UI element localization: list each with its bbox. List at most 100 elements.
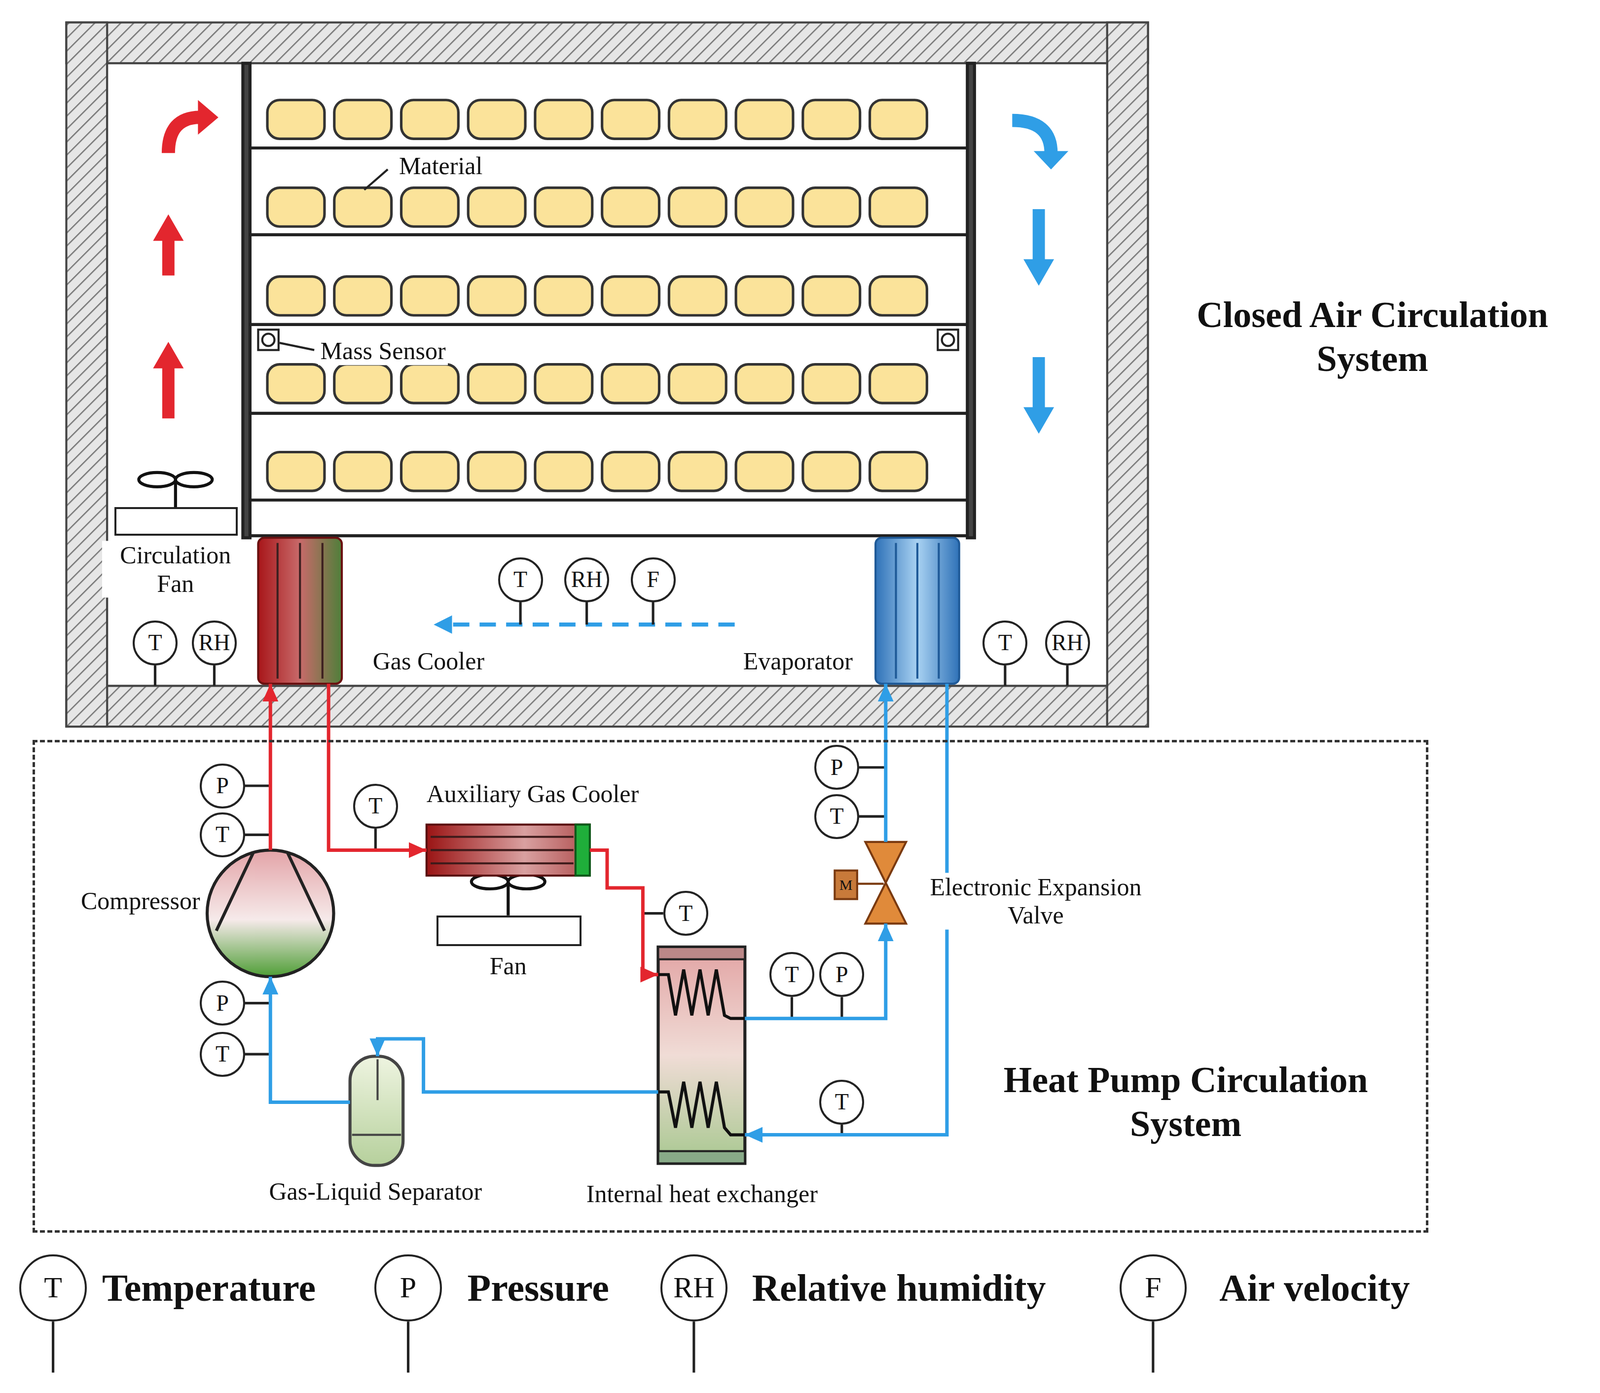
region-title: Closed Air Circulation System <box>1153 292 1592 381</box>
legend-text: Air velocity <box>1219 1266 1410 1310</box>
evaporator: Evaporator <box>875 537 960 684</box>
material-piece <box>802 452 861 492</box>
hot-air-arrow <box>152 100 219 419</box>
sensor-letter: T <box>678 902 693 925</box>
hot-air-arrow <box>152 214 184 276</box>
air-flow-arrow <box>448 622 735 627</box>
refrigerant-pipe <box>377 1038 658 1092</box>
sensor-letter: RH <box>198 631 230 655</box>
auxiliary-gas-cooler-coil <box>426 824 590 876</box>
material-piece <box>668 452 727 492</box>
fan-symbol <box>506 883 510 916</box>
sensor-circle: T <box>199 812 245 858</box>
mass-sensor-symbol <box>262 333 275 347</box>
sensor-stem <box>859 765 886 769</box>
internal-heat-exchanger-symbol <box>657 1151 745 1164</box>
material-piece <box>802 276 861 316</box>
material-piece <box>267 452 325 492</box>
cold-air-arrow <box>1033 150 1069 170</box>
material-piece <box>400 452 459 492</box>
sensor-letter: F <box>646 568 660 591</box>
evaporator-coil <box>894 543 897 679</box>
compressor-symbol <box>207 849 334 977</box>
leader-line <box>364 169 389 190</box>
chamber-wall <box>66 685 1148 727</box>
component-label: Compressor <box>78 886 203 916</box>
sensor-letter: T <box>835 1090 849 1114</box>
air-flow-arrow <box>433 615 735 634</box>
legend-text: Pressure <box>467 1266 610 1310</box>
fan-symbol <box>471 874 509 889</box>
material-piece <box>334 452 392 492</box>
hot-air-arrow <box>168 117 200 153</box>
auxiliary-gas-cooler-coil <box>430 848 574 851</box>
sensor-circle: T <box>498 557 544 603</box>
material-piece <box>602 364 660 404</box>
material-piece <box>468 100 526 140</box>
hot-air-arrow <box>152 341 184 419</box>
material-piece <box>535 276 593 316</box>
material-piece <box>468 364 526 404</box>
drying-rack <box>250 233 968 237</box>
sensor-stem <box>519 602 522 625</box>
cold-air-arrow <box>1023 209 1055 286</box>
sensor-letter: T <box>215 1042 230 1066</box>
fan-symbol <box>175 472 213 487</box>
chamber-wall <box>66 22 1148 728</box>
sensor-circle: RH <box>1045 620 1091 666</box>
material-piece <box>870 364 928 404</box>
internal-heat-exchanger-symbol <box>657 969 745 1019</box>
gas-liquid-separator: Gas-Liquid Separator <box>350 1055 404 1165</box>
gas-cooler-coil <box>321 543 324 679</box>
material-piece <box>602 187 660 227</box>
legend-stem <box>1151 1321 1155 1373</box>
sensor-letter: T <box>513 568 528 591</box>
chamber-wall <box>107 63 1108 686</box>
sensor-circle: P <box>814 744 860 790</box>
refrigerant-pipe <box>328 683 427 850</box>
internal-heat-exchanger-symbol <box>657 946 745 960</box>
material-piece <box>870 100 928 140</box>
sensor-stem <box>1003 665 1007 686</box>
sensor-circle: T <box>132 620 178 666</box>
material-piece <box>870 187 928 227</box>
part-label: Material <box>397 151 485 181</box>
legend-symbol: P <box>374 1254 442 1322</box>
gas-cooler: Gas Cooler <box>257 537 342 684</box>
mass-sensor-symbol <box>942 333 955 347</box>
sensor-stem <box>245 784 271 787</box>
gas-cooler-coil <box>276 543 279 679</box>
sensor-letter: T <box>784 963 799 986</box>
sensor-circle: T <box>663 890 709 936</box>
internal-heat-exchanger-symbol <box>657 946 745 1164</box>
material-piece <box>802 187 861 227</box>
chamber-wall <box>66 22 108 728</box>
drying-rack <box>250 323 968 327</box>
component-label: Fan <box>487 951 529 981</box>
sensor-letter: RH <box>571 568 603 591</box>
gas-cooler-coil <box>257 537 342 684</box>
material-piece <box>267 364 325 404</box>
auxiliary-gas-cooler-coil <box>430 835 574 838</box>
material-piece <box>267 100 325 140</box>
material-piece <box>334 364 392 404</box>
component-label: Gas-Liquid Separator <box>266 1177 484 1207</box>
sensor-stem <box>245 833 271 837</box>
sensor-letter: P <box>216 774 229 798</box>
sensor-stem <box>1065 665 1069 686</box>
cold-air-arrow <box>1012 120 1052 153</box>
sensor-stem <box>859 815 886 818</box>
refrigerant-pipe <box>268 683 273 850</box>
compressor-symbol <box>207 849 334 977</box>
material-piece <box>802 100 861 140</box>
material-piece <box>400 276 459 316</box>
sensor-circle: T <box>982 620 1028 666</box>
material-piece <box>468 452 526 492</box>
legend-text: Temperature <box>102 1266 316 1310</box>
sensor-stem <box>153 665 157 686</box>
legend-symbol: RH <box>660 1254 728 1322</box>
sensor-stem <box>651 602 655 625</box>
auxiliary-gas-cooler-coil <box>575 824 590 876</box>
